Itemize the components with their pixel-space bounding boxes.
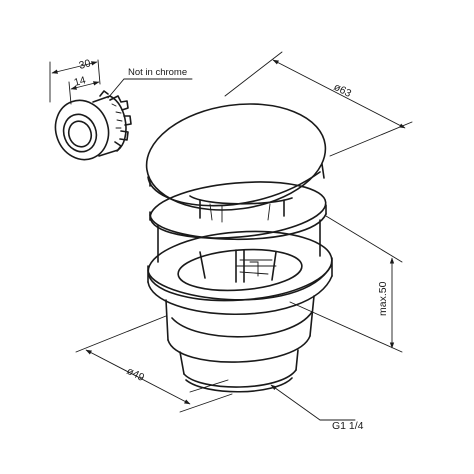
dimension-max-50: max.50 [289,215,403,353]
label-30: 30 [78,57,93,72]
label-14: 14 [73,74,88,89]
label-diameter-63: ø63 [332,81,354,100]
overflow-ring-detail [54,90,132,161]
dimension-14: 14 [68,74,100,105]
dimension-diameter-49: ø49 [75,315,233,413]
not-in-chrome-callout: Not in chrome [107,67,193,99]
label-not-in-chrome: Not in chrome [128,67,187,78]
label-diameter-49: ø49 [125,365,147,384]
thread-callout: G1 1/4 [270,384,364,432]
label-thread-g1-1-4: G1 1/4 [332,420,364,432]
drain-assembly [145,103,333,393]
label-max-50: max.50 [377,281,389,316]
dimension-30: 30 [49,57,101,103]
